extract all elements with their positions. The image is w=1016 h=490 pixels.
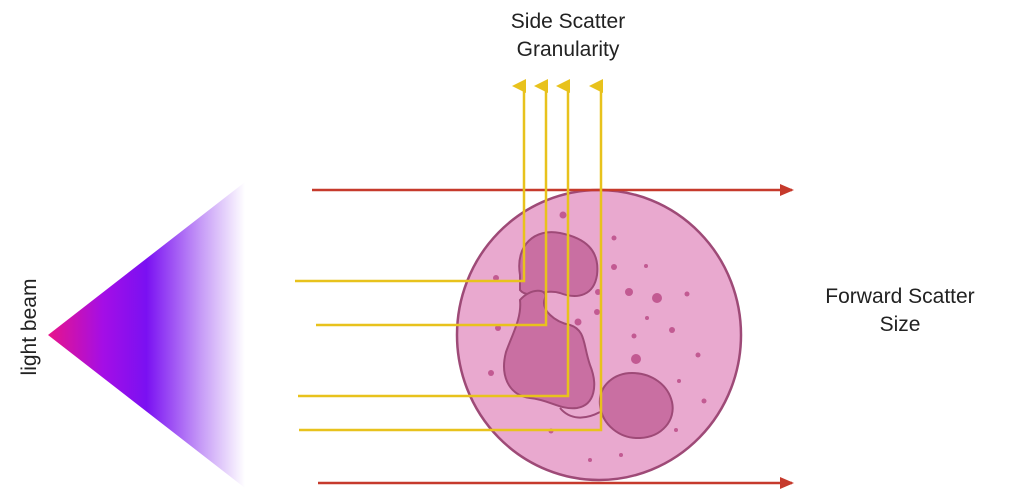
forward-scatter-title: Forward Scatter xyxy=(800,283,1000,311)
forward-scatter-subtitle: Size xyxy=(800,311,1000,339)
side-scatter-title: Side Scatter xyxy=(468,8,668,36)
forward-scatter-label: Forward Scatter Size xyxy=(800,283,1000,339)
side-scatter-label: Side Scatter Granularity xyxy=(468,8,668,64)
side-scatter-subtitle: Granularity xyxy=(468,36,668,64)
cell-body xyxy=(457,190,741,480)
cell xyxy=(457,190,741,480)
light-beam-label: light beam xyxy=(16,257,44,397)
light-beam-cone xyxy=(48,182,245,488)
